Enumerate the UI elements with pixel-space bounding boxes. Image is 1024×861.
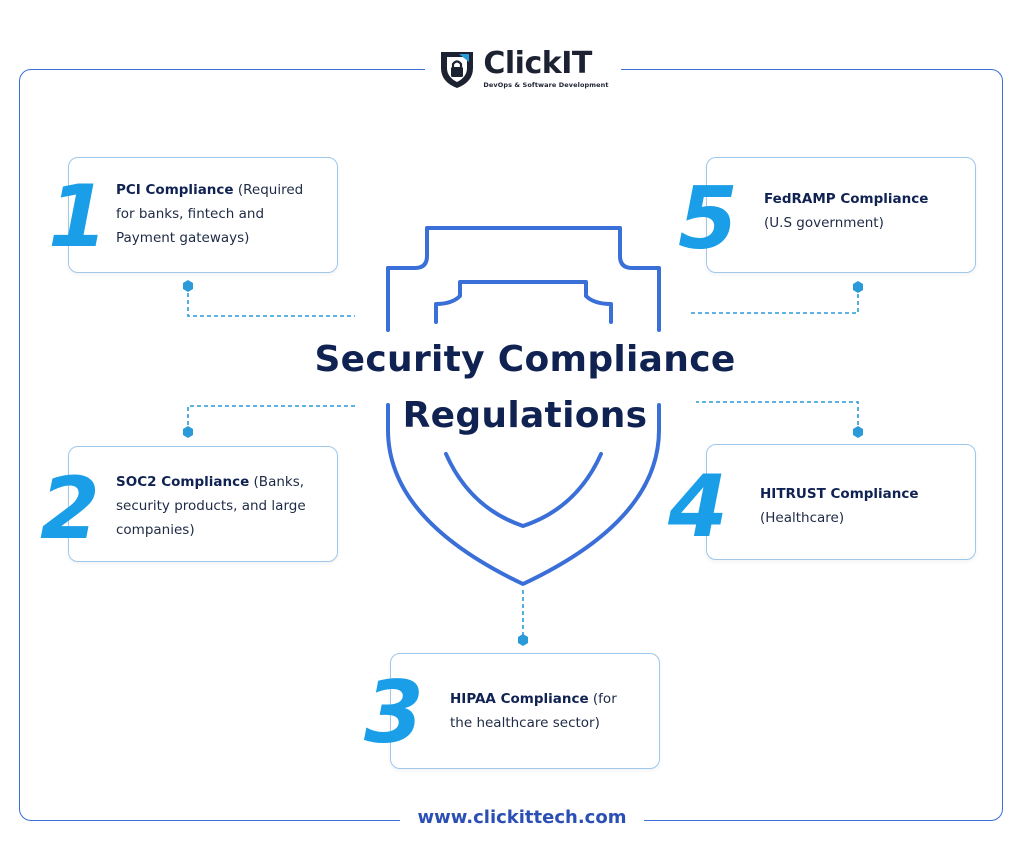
card-hitrust-name: HITRUST Compliance <box>760 486 919 502</box>
connector-dot-3 <box>518 634 528 646</box>
title-line-2: Regulations <box>402 395 648 436</box>
card-hipaa-detail: (for <box>588 691 617 707</box>
card-pci-line3: Payment gateways) <box>116 230 250 246</box>
connector-dot-2 <box>183 426 193 438</box>
connector-dot-4 <box>853 426 863 438</box>
connector-1 <box>187 286 355 317</box>
card-soc2-text: SOC2 Compliance (Banks, security product… <box>116 470 306 542</box>
card-pci <box>68 157 338 273</box>
brand-tagline: DevOps & Software Development <box>483 81 609 90</box>
card-hipaa-name: HIPAA Compliance <box>450 691 589 707</box>
card-fedramp-line2: (U.S government) <box>764 215 884 231</box>
number-1: 1 <box>48 167 108 267</box>
number-4: 4 <box>668 457 728 557</box>
card-hitrust-text: HITRUST Compliance (Healthcare) <box>760 482 919 530</box>
card-pci-line2: for banks, fintech and <box>116 206 265 222</box>
brand-name: ClickIT <box>483 46 592 82</box>
website-link[interactable]: www.clickittech.com <box>400 803 644 833</box>
card-pci-name: PCI Compliance <box>116 182 234 198</box>
card-fedramp-text: FedRAMP Compliance (U.S government) <box>764 187 928 235</box>
card-soc2-line3: companies) <box>116 522 195 538</box>
connector-2 <box>187 405 358 432</box>
card-soc2-name: SOC2 Compliance <box>116 474 250 490</box>
card-hitrust <box>706 444 976 560</box>
connector-dot-1 <box>183 280 193 292</box>
number-5: 5 <box>678 169 738 269</box>
connector-dot-5 <box>853 281 863 293</box>
card-hipaa-line2: the healthcare sector) <box>450 715 600 731</box>
card-soc2-detail: (Banks, <box>249 474 305 490</box>
number-3: 3 <box>364 663 424 763</box>
card-soc2 <box>68 446 338 562</box>
title-line-1: Security Compliance <box>314 339 736 380</box>
connector-5 <box>690 287 859 314</box>
shield-icon <box>386 226 661 586</box>
card-hipaa <box>390 653 660 769</box>
card-fedramp <box>706 157 976 273</box>
card-hitrust-line2: (Healthcare) <box>760 510 845 526</box>
connector-4 <box>696 401 859 432</box>
card-fedramp-name: FedRAMP Compliance <box>764 191 929 207</box>
card-soc2-line2: security products, and large <box>116 498 306 514</box>
shield-lock-icon <box>441 52 474 88</box>
card-hipaa-text: HIPAA Compliance (for the healthcare sec… <box>450 687 617 735</box>
card-pci-detail: (Required <box>233 182 304 198</box>
page-title: Security Compliance Regulations <box>255 332 795 444</box>
card-pci-text: PCI Compliance (Required for banks, fint… <box>116 178 303 250</box>
brand-logo: ClickIT DevOps & Software Development <box>425 44 621 94</box>
number-2: 2 <box>40 459 100 559</box>
